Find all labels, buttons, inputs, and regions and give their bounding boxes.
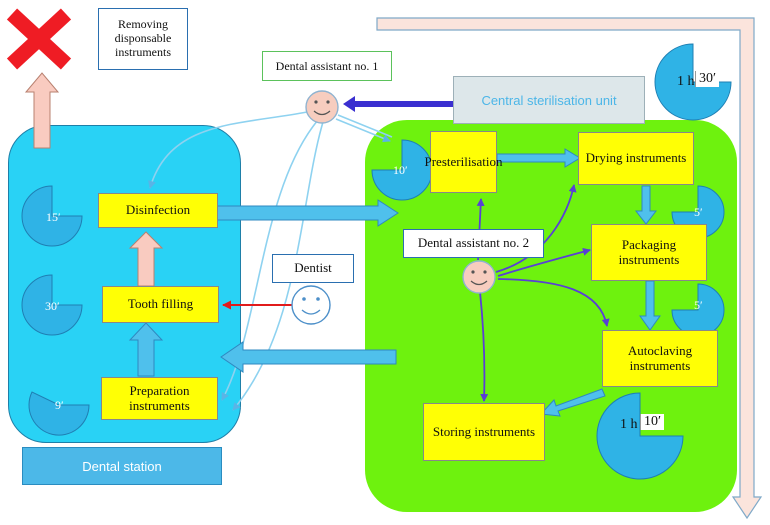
- arrow-central-to-assistant1: [343, 96, 455, 112]
- arrow-packaging-to-autoclaving: [639, 280, 661, 331]
- arrow-drying-to-packaging: [634, 185, 658, 225]
- up-arrow-remove: [24, 72, 60, 149]
- arrow-preparation-to-filling: [128, 322, 164, 377]
- assistant2-arrows: [476, 184, 610, 402]
- pie-filling-icon: [21, 274, 83, 336]
- time-total-minutes: 30′: [695, 71, 720, 87]
- overall-time-arrow: [376, 17, 763, 520]
- pie-packaging-icon: [671, 283, 725, 337]
- assistant1-face-icon: [305, 90, 339, 124]
- step-tooth-filling: Tooth filling: [102, 286, 219, 323]
- time-presterilisation: 10′: [393, 163, 408, 177]
- assistant2-face-icon: [462, 260, 496, 294]
- pie-preparation-icon: [28, 391, 90, 436]
- remove-cross-icon: [6, 8, 72, 70]
- pie-total-icon: [654, 43, 732, 121]
- arrow-filling-to-disinfection: [128, 231, 164, 287]
- time-preparation: 9′: [55, 398, 64, 412]
- pie-disinfection-icon: [21, 185, 83, 247]
- assistant1-lines: [148, 111, 393, 411]
- pie-presterilisation-icon: [371, 139, 433, 201]
- arrow-return-to-dental: [220, 341, 397, 373]
- step-packaging-instruments: Packaging instruments: [591, 224, 707, 281]
- dental-station-bar: Dental station: [22, 447, 222, 485]
- arrow-prester-to-drying: [496, 148, 581, 168]
- time-disinfection: 15′: [46, 210, 61, 224]
- step-autoclaving-instruments: Autoclaving instruments: [602, 330, 718, 387]
- step-presterilisation: Presterilisation: [425, 131, 503, 193]
- step-storing-instruments: Storing instruments: [423, 403, 545, 461]
- assistant2-label: Dental assistant no. 2: [403, 229, 544, 258]
- time-autoclaving-hours: 1 h: [620, 417, 638, 432]
- removing-disposables-note: Removing disponsable instruments: [98, 8, 188, 70]
- arrow-autoclaving-to-storing: [539, 388, 606, 417]
- arrow-disinfection-to-sterilisation: [216, 199, 399, 227]
- time-autoclaving-minutes: 10′: [640, 414, 665, 430]
- time-total-hours: 1 h: [677, 74, 695, 89]
- step-preparation-instruments: Preparation instruments: [101, 377, 218, 420]
- step-drying-instruments: Drying instruments: [578, 132, 694, 185]
- time-packaging: 5′: [694, 298, 703, 312]
- time-tooth-filling: 30′: [45, 299, 60, 313]
- dentist-face-icon: [291, 285, 331, 325]
- dentist-label: Dentist: [272, 254, 354, 283]
- step-disinfection: Disinfection: [98, 193, 218, 228]
- pie-autoclaving-icon: [596, 392, 684, 480]
- time-drying: 5′: [694, 205, 703, 219]
- central-sterilisation-unit: Central sterilisation unit: [453, 76, 645, 124]
- assistant1-label: Dental assistant no. 1: [262, 51, 392, 81]
